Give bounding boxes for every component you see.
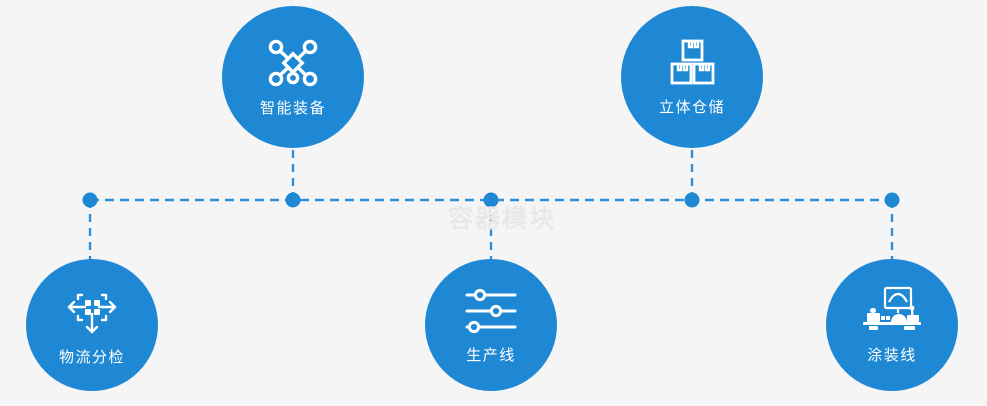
junction-smart-equipment: [285, 192, 301, 208]
node-painting-line[interactable]: 涂装线: [826, 259, 958, 391]
node-stereo-warehouse[interactable]: 立体仓储: [621, 6, 763, 148]
network-nodes-icon: [265, 37, 321, 89]
junction-painting-line: [884, 192, 900, 208]
paint-booth-icon: [860, 286, 924, 336]
node-logistics-sorting[interactable]: 物流分检: [26, 259, 158, 391]
node-smart-equipment[interactable]: 智能装备: [222, 6, 364, 148]
sliders-icon: [463, 286, 519, 336]
junction-logistics: [82, 192, 98, 208]
node-production-line[interactable]: 生产线: [425, 259, 557, 391]
junction-warehouse: [684, 192, 700, 208]
stacked-boxes-icon: [664, 38, 720, 88]
sorting-arrows-icon: [63, 284, 121, 338]
node-label-stereo-warehouse: 立体仓储: [658, 98, 725, 116]
node-label-logistics-sorting: 物流分检: [58, 348, 125, 366]
node-label-production-line: 生产线: [466, 346, 516, 364]
node-label-painting-line: 涂装线: [867, 346, 917, 364]
junction-production-line: [483, 192, 499, 208]
node-label-smart-equipment: 智能装备: [259, 99, 326, 117]
